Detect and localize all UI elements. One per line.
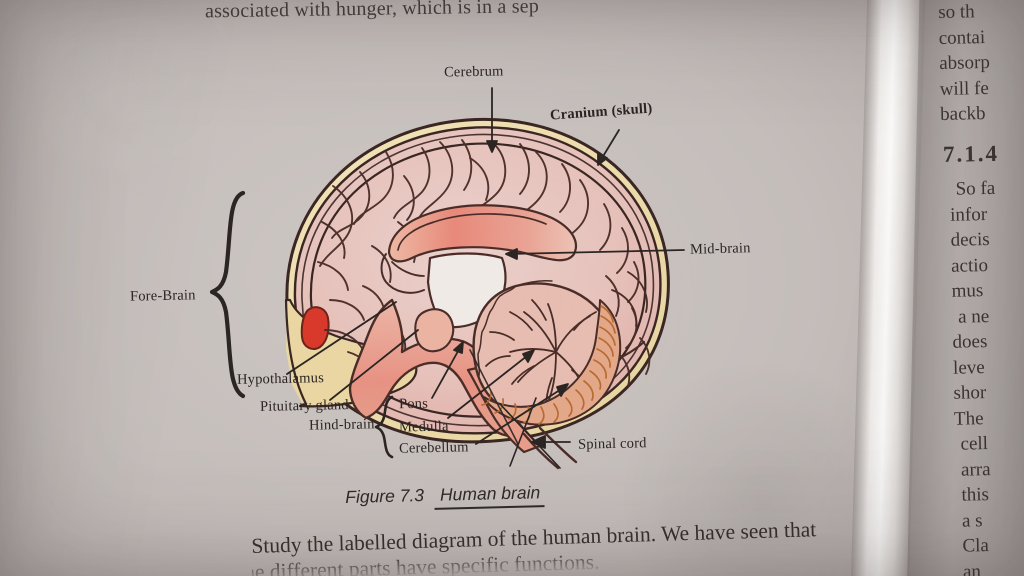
leader-pituitary: [329, 329, 419, 401]
leader-lines: [286, 87, 685, 469]
right-col-line: a s: [961, 509, 983, 532]
right-col-line: arra: [960, 458, 991, 481]
leader-hypothalamus: [286, 301, 397, 375]
label-forebrain: Fore-Brain: [129, 287, 196, 305]
leader-medulla: [447, 351, 533, 419]
label-hindbrain: Hind-brain: [308, 416, 375, 434]
cerebellum-folia-band: [481, 299, 622, 426]
right-col-line: Cla: [962, 535, 990, 557]
label-cerebrum: Cerebrum: [443, 63, 504, 81]
right-col-line: decis: [950, 229, 990, 251]
hindbrain-brace: [374, 395, 394, 459]
label-midbrain: Mid-brain: [689, 240, 751, 258]
leader-midbrain: [507, 249, 685, 255]
spinal-cord-shape: [522, 426, 578, 470]
pituitary-gland-shape: [300, 306, 330, 350]
label-spinal-cord: Spinal cord: [577, 435, 647, 453]
right-col-line: infor: [949, 203, 988, 226]
right-col-line: so th: [938, 1, 975, 23]
right-col-line: So fa: [955, 177, 996, 200]
figure-caption: Figure 7.3 Human brain: [345, 482, 545, 512]
brain-stem: [348, 298, 526, 438]
right-col-line: a ne: [957, 305, 990, 328]
right-col-line: mus: [951, 280, 984, 302]
forebrain-brace: [209, 190, 246, 399]
figure-caption-prefix: Figure 7.3: [345, 485, 425, 507]
label-pituitary-gland: Pituitary gland: [259, 397, 349, 415]
right-col-line: absorp: [939, 51, 991, 74]
right-col-line: actio: [950, 254, 989, 277]
leader-cerebellum: [475, 385, 567, 445]
right-col-line: cell: [960, 433, 989, 455]
leader-pons: [431, 343, 463, 399]
septum-left: [391, 261, 425, 277]
right-col-line: backb: [939, 103, 986, 125]
right-col-line: an: [962, 560, 982, 576]
section-number-heading: 7.1.4: [942, 140, 1000, 167]
pons-bulge: [414, 308, 455, 353]
fornix: [380, 253, 425, 294]
right-col-line: does: [952, 331, 988, 353]
right-col-line: will fe: [939, 77, 989, 100]
right-page-text-column: so th contai absorp will fe backb 7.1.4 …: [936, 0, 1024, 576]
right-col-line: this: [961, 484, 990, 506]
skull-base-wedge: [286, 300, 316, 403]
right-col-line: shor: [953, 382, 987, 404]
label-hypothalamus: Hypothalamus: [236, 370, 325, 388]
right-col-line: The: [953, 407, 984, 430]
figure-caption-title: Human brain: [433, 482, 545, 510]
right-col-line: contai: [938, 26, 986, 49]
label-cerebellum: Cerebellum: [398, 439, 469, 457]
corpus-callosum-inner-line: [397, 213, 547, 251]
right-col-line: leve: [952, 356, 985, 379]
label-medulla: Medulla: [398, 418, 449, 436]
label-pons: Pons: [398, 395, 429, 413]
